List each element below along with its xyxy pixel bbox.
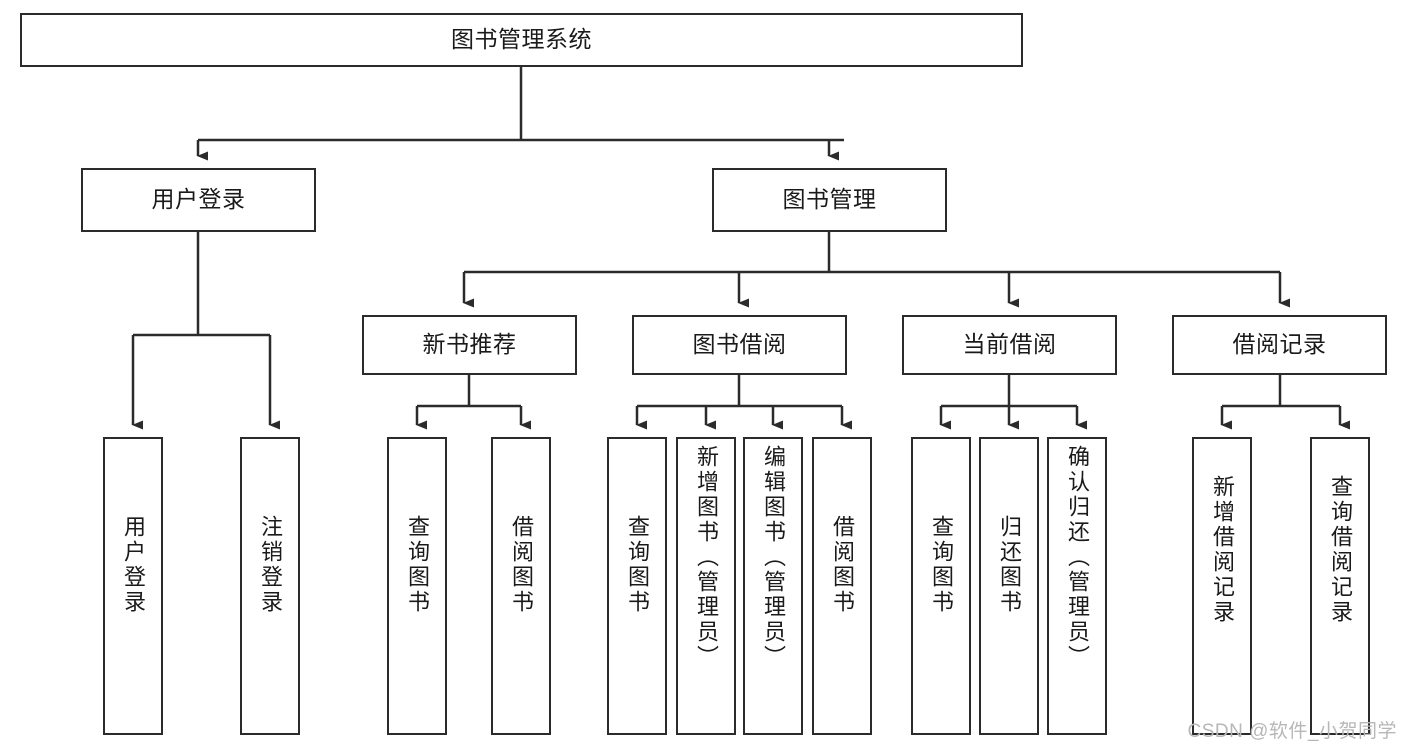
- node-leaf-return-book-label: 归还图书: [997, 515, 1022, 615]
- node-new-book-recommend[interactable]: 新书推荐: [362, 315, 577, 375]
- node-leaf-return-book[interactable]: 归还图书: [979, 437, 1039, 735]
- node-borrow-record[interactable]: 借阅记录: [1172, 315, 1387, 375]
- node-leaf-query-record-label: 查询借阅记录: [1328, 475, 1353, 625]
- node-leaf-borrow-book-2[interactable]: 借阅图书: [812, 437, 872, 735]
- node-leaf-logout-login[interactable]: 注销登录: [240, 437, 300, 735]
- csdn-watermark: CSDN @软件_小贺同学: [1187, 721, 1397, 742]
- node-user-login-label: 用户登录: [151, 186, 246, 213]
- node-leaf-borrow-book-1[interactable]: 借阅图书: [491, 437, 551, 735]
- node-user-login[interactable]: 用户登录: [81, 168, 316, 232]
- node-leaf-query-book-2[interactable]: 查询图书: [607, 437, 667, 735]
- node-leaf-add-book[interactable]: 新增图书（管理员）: [676, 437, 736, 735]
- node-leaf-query-book-3-label: 查询图书: [929, 515, 954, 615]
- node-book-management-label: 图书管理: [782, 186, 877, 213]
- node-root-system-label: 图书管理系统: [451, 26, 592, 53]
- node-leaf-add-book-label: 新增图书（管理员）: [694, 445, 719, 670]
- node-borrow-record-label: 借阅记录: [1232, 331, 1327, 358]
- node-book-borrow[interactable]: 图书借阅: [632, 315, 847, 375]
- node-leaf-query-record[interactable]: 查询借阅记录: [1310, 437, 1370, 735]
- node-book-borrow-label: 图书借阅: [692, 331, 787, 358]
- node-leaf-add-record-label: 新增借阅记录: [1210, 475, 1235, 625]
- node-leaf-edit-book[interactable]: 编辑图书（管理员）: [743, 437, 803, 735]
- node-leaf-user-login-label: 用户登录: [121, 515, 146, 615]
- node-leaf-confirm-return-label: 确认归还（管理员）: [1065, 445, 1090, 670]
- node-leaf-query-book-3[interactable]: 查询图书: [911, 437, 971, 735]
- node-leaf-edit-book-label: 编辑图书（管理员）: [761, 445, 786, 670]
- node-leaf-confirm-return[interactable]: 确认归还（管理员）: [1047, 437, 1107, 735]
- node-current-borrow[interactable]: 当前借阅: [902, 315, 1117, 375]
- node-leaf-user-login[interactable]: 用户登录: [103, 437, 163, 735]
- node-root-system[interactable]: 图书管理系统: [20, 13, 1023, 67]
- node-leaf-query-book-1[interactable]: 查询图书: [387, 437, 447, 735]
- node-leaf-add-record[interactable]: 新增借阅记录: [1192, 437, 1252, 735]
- node-leaf-query-book-2-label: 查询图书: [625, 515, 650, 615]
- node-leaf-borrow-book-1-label: 借阅图书: [509, 515, 534, 615]
- node-book-management[interactable]: 图书管理: [712, 168, 947, 232]
- node-new-book-recommend-label: 新书推荐: [422, 331, 517, 358]
- node-current-borrow-label: 当前借阅: [962, 331, 1057, 358]
- node-leaf-borrow-book-2-label: 借阅图书: [830, 515, 855, 615]
- node-leaf-logout-login-label: 注销登录: [258, 515, 283, 615]
- node-leaf-query-book-1-label: 查询图书: [405, 515, 430, 615]
